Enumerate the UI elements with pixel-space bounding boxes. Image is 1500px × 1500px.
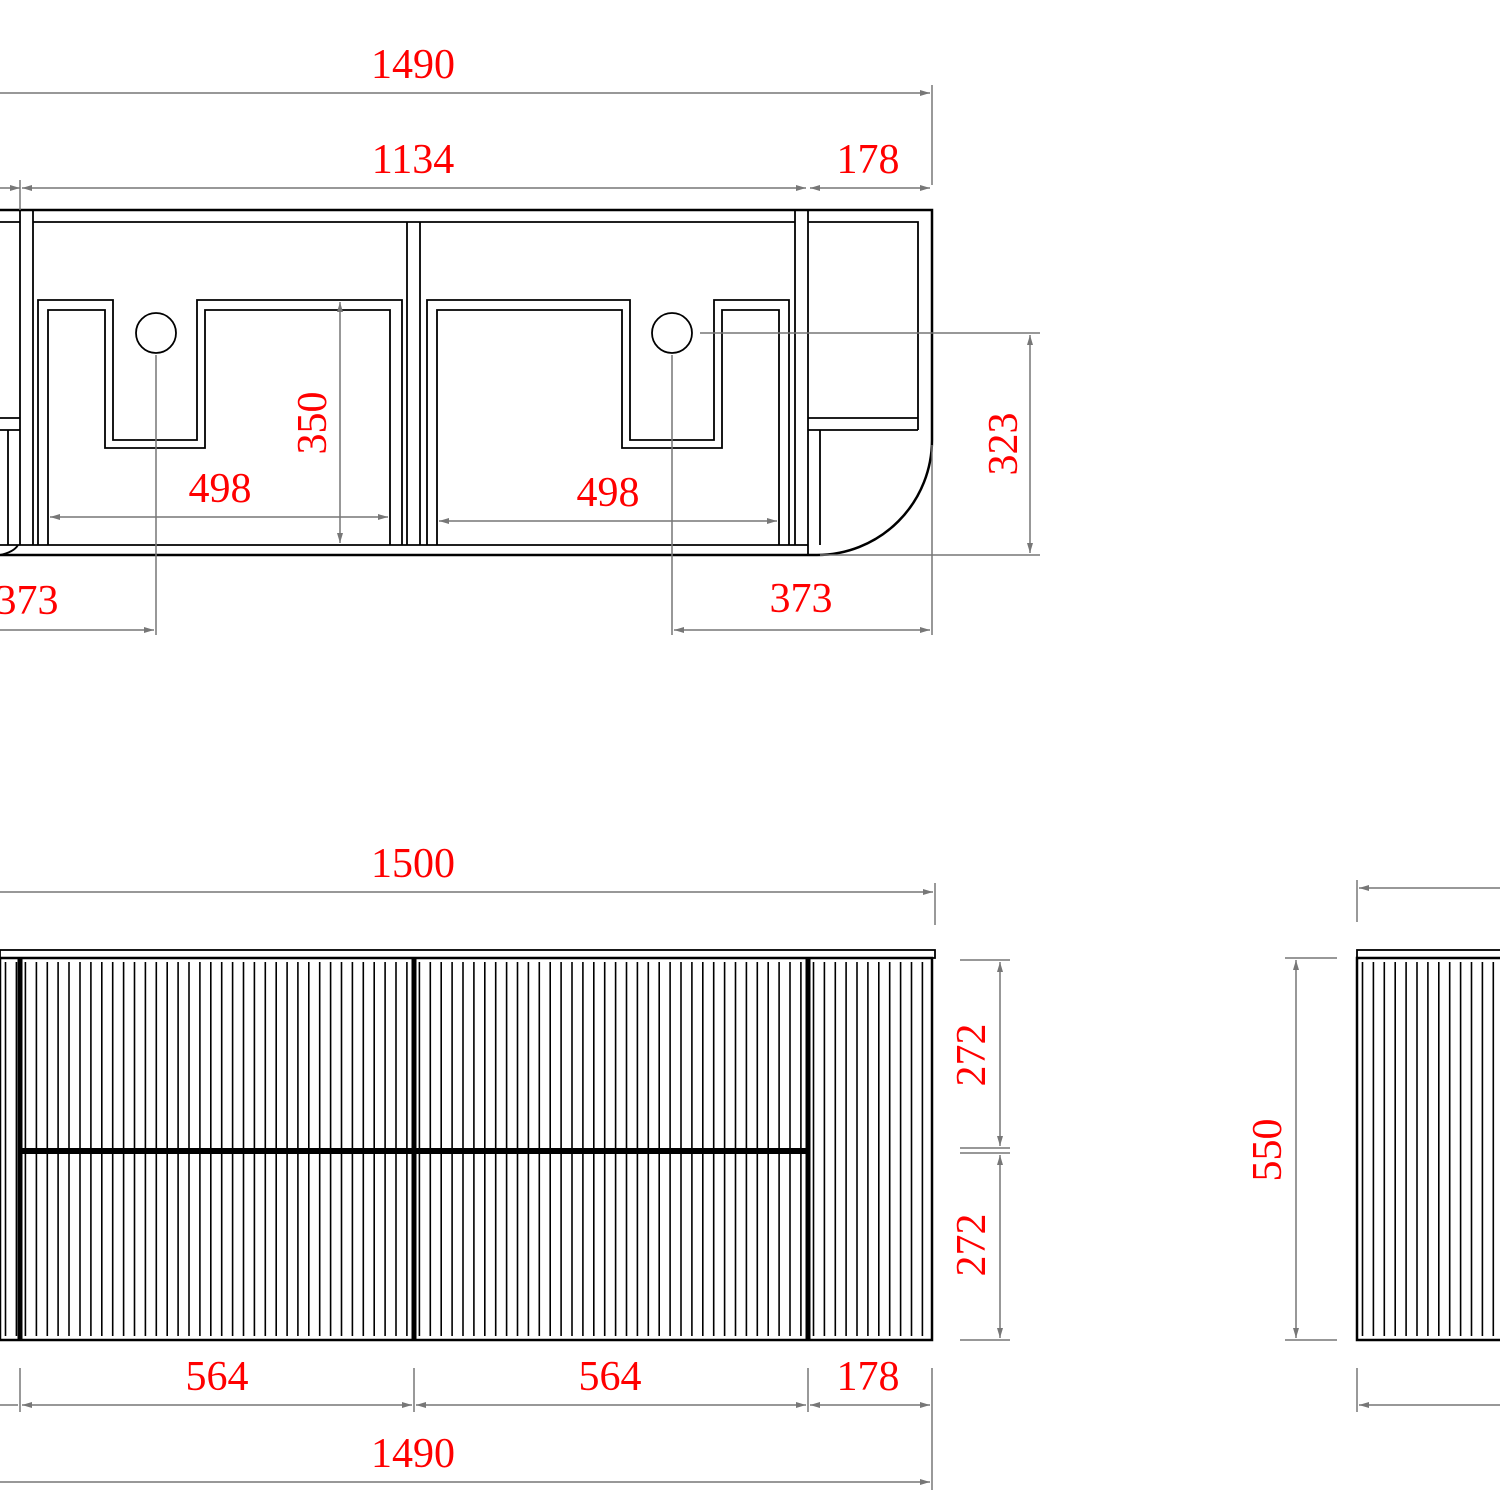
plan-right-waste-hole bbox=[651, 312, 693, 354]
plan-right-end-shelf bbox=[808, 221, 919, 545]
dim-total-width-label: 1490 bbox=[371, 42, 455, 88]
plan-left-edge-curve bbox=[0, 544, 19, 556]
dim-left-drawer-label: 564 bbox=[186, 1354, 249, 1400]
dim-front-bottom-label: 1490 bbox=[371, 1431, 455, 1477]
front-body bbox=[0, 956, 934, 1342]
front-view: 1500 272 272 564 564 178 1490 bbox=[0, 841, 1010, 1490]
plan-left-waste-hole bbox=[135, 312, 177, 354]
dim-left-recess-label: 498 bbox=[189, 466, 252, 512]
plan-view: 1490 1134 178 350 498 498 323 373 373 bbox=[0, 42, 1040, 635]
plan-left-end-shelf bbox=[0, 221, 20, 545]
dim-front-top-label: 1500 bbox=[371, 841, 455, 887]
side-body bbox=[1355, 956, 1500, 1342]
dim-upper-drawer-label: 272 bbox=[949, 1024, 995, 1087]
dim-right-waste-label: 373 bbox=[770, 576, 833, 622]
dim-lower-drawer-label: 272 bbox=[949, 1214, 995, 1277]
plan-left-basin-inner bbox=[47, 309, 391, 545]
dim-depth-label: 323 bbox=[981, 413, 1027, 476]
dim-right-recess-label: 498 bbox=[577, 470, 640, 516]
side-view: 550 bbox=[1245, 880, 1500, 1412]
side-slats bbox=[1361, 962, 1495, 1336]
plan-outline bbox=[0, 208, 934, 557]
dim-right-drawer-label: 564 bbox=[579, 1354, 642, 1400]
dim-end-label: 178 bbox=[837, 1354, 900, 1400]
plan-left-basin-outer bbox=[37, 299, 403, 545]
dim-side-height-label: 550 bbox=[1245, 1119, 1291, 1182]
dim-cabinet-width-label: 1134 bbox=[372, 137, 454, 183]
dim-left-waste-label: 373 bbox=[0, 578, 59, 624]
dim-basin-depth-label: 350 bbox=[290, 392, 336, 455]
dim-end-width-label: 178 bbox=[837, 137, 900, 183]
